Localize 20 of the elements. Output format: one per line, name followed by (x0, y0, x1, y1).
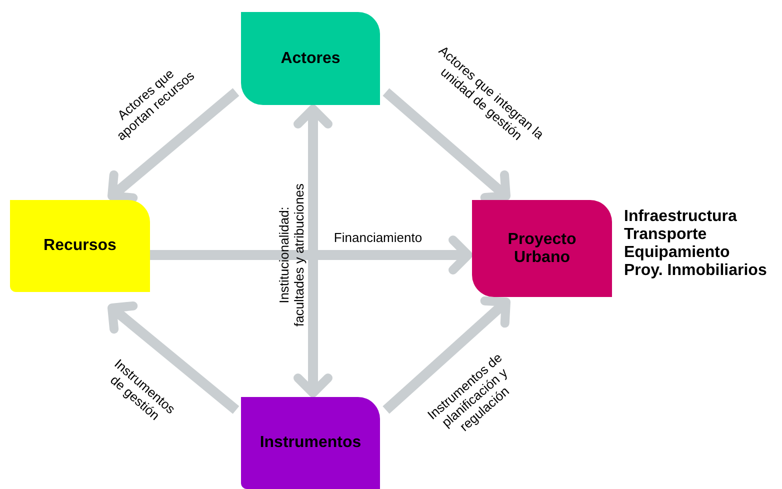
node-label: Actores (280, 50, 342, 68)
arrow (150, 236, 472, 274)
node-label: Proyecto Urbano (506, 230, 578, 266)
arrow (294, 104, 332, 398)
arrow (108, 88, 240, 202)
process-box (241, 397, 380, 489)
arrow (382, 88, 510, 202)
node-caption: Proy. Inmobiliarios (624, 262, 767, 280)
node-caption: Infraestructura (624, 208, 738, 226)
process-box (472, 200, 612, 297)
arrow (108, 301, 240, 414)
process-box (10, 200, 150, 292)
edge-label: Institucionalidad: facultades y atribuciones (276, 182, 306, 328)
node-label: Recursos (42, 237, 118, 255)
process-box (241, 12, 380, 105)
node-label: Instrumentos (258, 434, 362, 452)
arrow (382, 296, 510, 414)
node-caption: Equipamiento (624, 244, 731, 262)
edge-label: Financiamiento (332, 230, 424, 245)
node-caption: Transporte (624, 226, 708, 244)
